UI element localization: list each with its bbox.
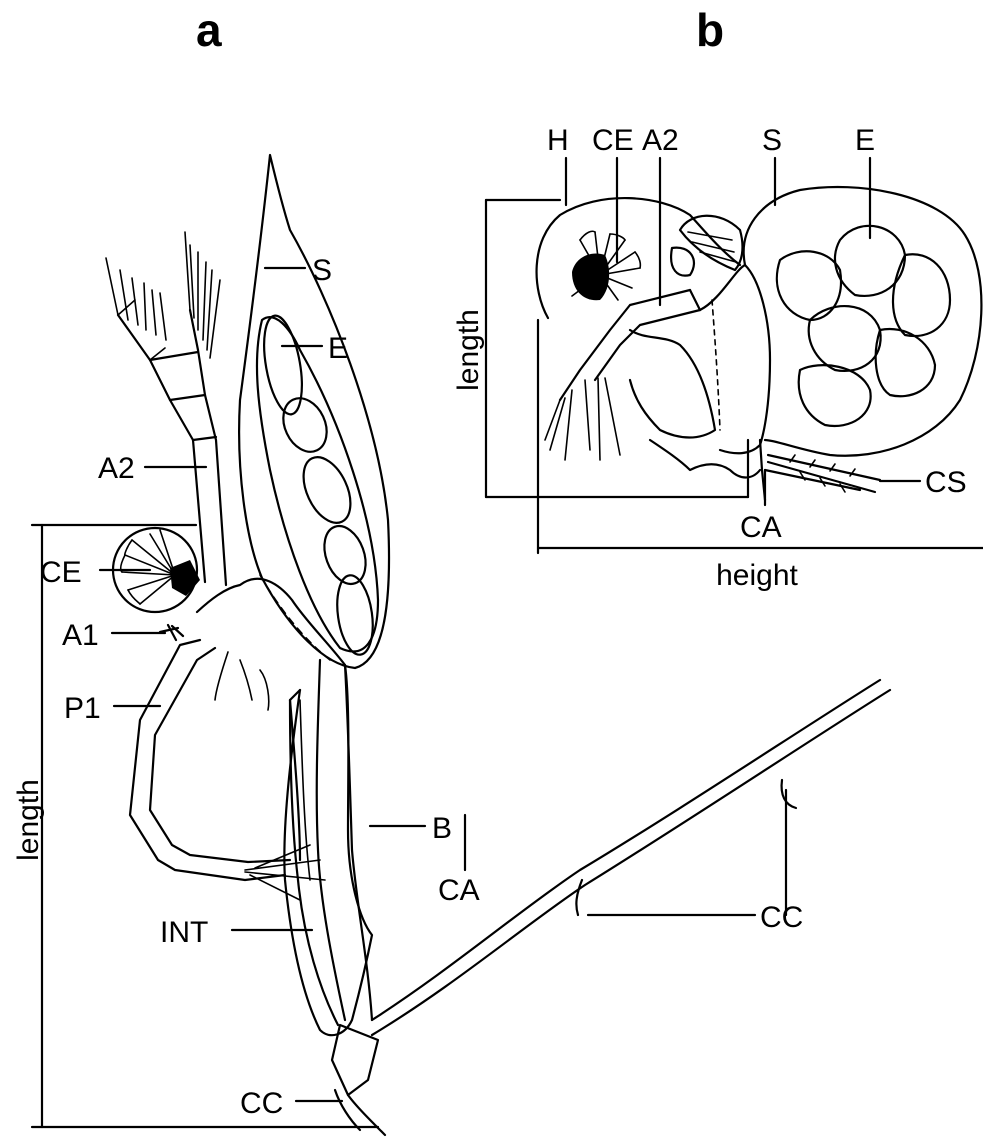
label-a-A1: A1: [62, 619, 99, 652]
panel-a-embryos: [258, 313, 378, 657]
label-a-A2: A2: [98, 452, 135, 485]
label-b-S: S: [762, 124, 782, 157]
panel-a-antenna-a2: [106, 232, 226, 585]
panel-a-length-bracket: [32, 525, 378, 1127]
label-b-E: E: [855, 124, 875, 157]
panel-letter-a: a: [196, 4, 222, 56]
label-b-length: length: [452, 309, 485, 391]
label-a-P1: P1: [64, 692, 101, 725]
label-b-H: H: [547, 124, 569, 157]
panel-b-drawing: H CE A2 S E CS CA length height: [452, 124, 983, 592]
panel-b-embryos: [777, 226, 950, 426]
label-a-length: length: [12, 779, 45, 861]
label-a-CA: CA: [438, 874, 480, 907]
label-b-CA: CA: [740, 511, 782, 544]
label-a-CC-claw: CC: [760, 901, 803, 934]
label-a-E: E: [328, 332, 348, 365]
label-b-CS: CS: [925, 466, 967, 499]
label-b-CE: CE: [592, 124, 634, 157]
panel-b-body: [700, 265, 770, 453]
panel-letter-b: b: [696, 4, 724, 56]
label-a-CC: CC: [240, 1087, 283, 1120]
panel-a-drawing: S E A2 CE A1 P1 B INT CC CA CC length: [12, 155, 890, 1135]
label-b-A2: A2: [642, 124, 679, 157]
panel-b-caudal-setae: [760, 440, 880, 500]
panel-b-compound-eye: [572, 231, 640, 300]
panel-a-caudal-spine: [332, 680, 890, 1135]
label-a-INT: INT: [160, 916, 208, 949]
label-a-CE: CE: [40, 556, 82, 589]
label-a-B: B: [432, 812, 452, 845]
label-a-S: S: [312, 254, 332, 287]
panel-b-antenna-a2: [545, 290, 700, 460]
panel-a-body-segment: [317, 660, 372, 1020]
panel-a-leader-lines: [100, 268, 786, 1101]
label-b-height: height: [716, 559, 798, 592]
panel-a-body: [197, 579, 372, 1035]
